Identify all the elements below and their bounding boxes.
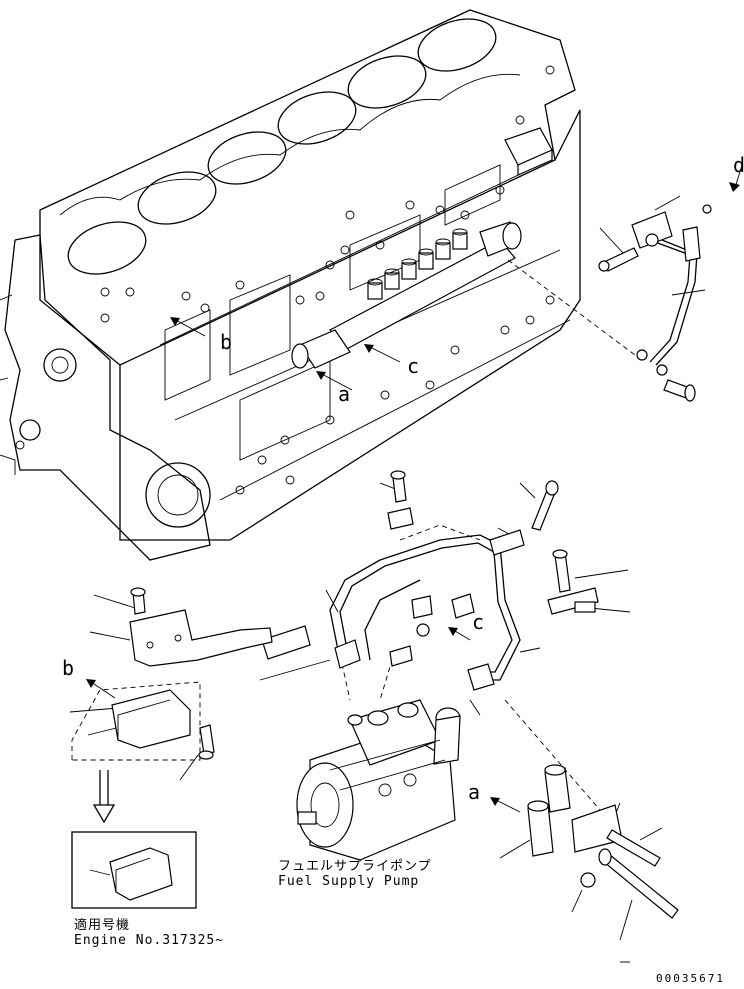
view-letter-a-part: a: [468, 780, 481, 804]
applicable-caption-jp: 適用号機: [74, 918, 131, 933]
down-arrow-icon: [92, 770, 116, 824]
pump-support-parts: [527, 601, 679, 919]
view-letter-c-block: c: [407, 354, 420, 378]
high-pressure-pipes: [130, 470, 599, 760]
pump-caption-en: Fuel Supply Pump: [278, 874, 420, 889]
engine-number-inset: [71, 831, 197, 909]
view-letter-b-block: b: [220, 330, 233, 354]
engine-block: [0, 9, 581, 561]
assembly-leaders: [69, 164, 743, 941]
mounting-bracket: [71, 609, 273, 761]
view-letter-b-part: b: [62, 656, 75, 680]
fuel-supply-pump: [296, 699, 461, 861]
view-letter-d-block: d: [733, 153, 744, 177]
drawing-number: 00035671: [656, 972, 725, 985]
engine-number-caption: Engine No.317325~: [74, 933, 225, 948]
view-letter-c-part: c: [472, 610, 485, 634]
pump-caption-jp: フュエルサプライポンプ: [278, 859, 432, 874]
view-letter-a-block: a: [338, 382, 351, 406]
fuel-pipe-upper: [598, 204, 712, 402]
